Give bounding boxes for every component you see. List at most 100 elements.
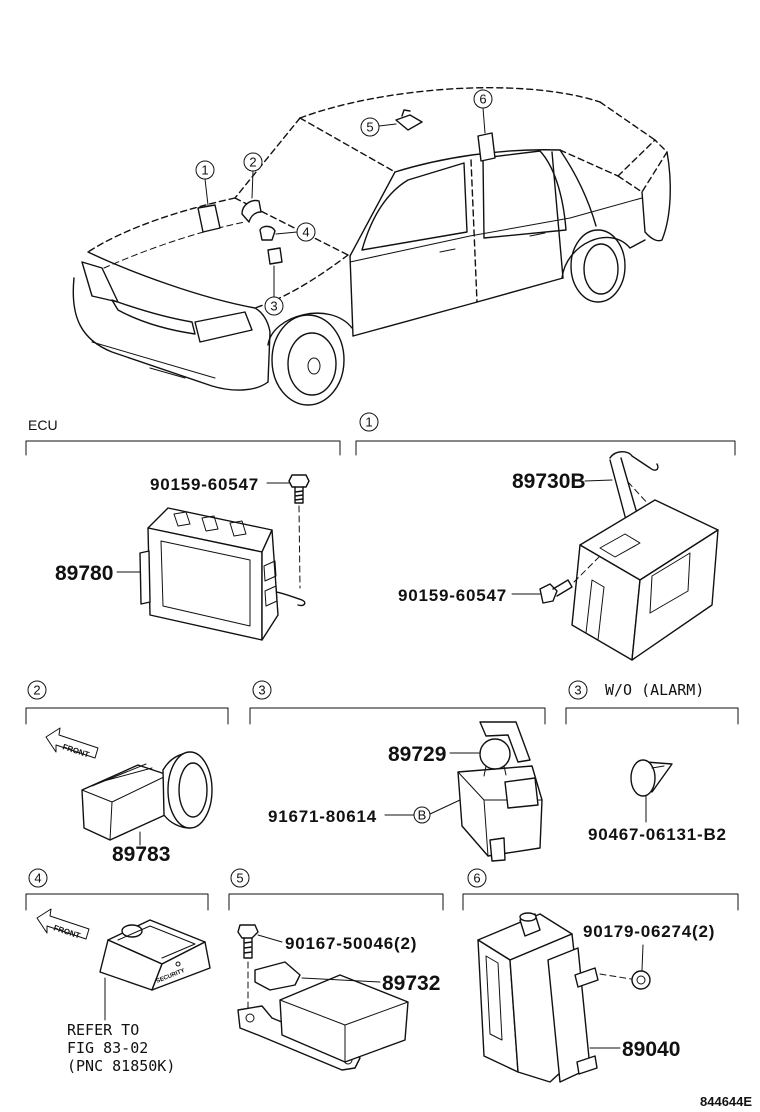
section-index-circle bbox=[28, 868, 48, 888]
b-pillar bbox=[470, 159, 478, 303]
ecu-part-number: 89780 bbox=[55, 562, 113, 585]
nut-leader bbox=[641, 944, 644, 971]
front-wheel-rim bbox=[287, 332, 337, 396]
switch-connector bbox=[504, 777, 539, 809]
siren-top-rim bbox=[117, 925, 196, 959]
module-leader bbox=[584, 479, 613, 482]
sensor-body bbox=[279, 974, 409, 1063]
section-bracket bbox=[565, 707, 739, 725]
ecu-left-bracket bbox=[139, 550, 151, 605]
callout-number: 5 bbox=[366, 120, 373, 135]
callout-leader bbox=[482, 107, 486, 134]
switch-plunger-stem bbox=[483, 765, 507, 777]
callout-circle bbox=[360, 117, 380, 137]
nut-outer bbox=[631, 970, 651, 990]
callout-leader bbox=[251, 170, 254, 199]
sensor-unit bbox=[81, 751, 213, 841]
module-connector-slot bbox=[585, 579, 605, 641]
ecu-section: ECU 90159-60547 89780 bbox=[25, 417, 341, 641]
body-belt-line bbox=[349, 197, 643, 263]
overview-callout-5: 5 bbox=[360, 109, 423, 137]
front-direction-arrow: FRONT bbox=[45, 727, 99, 759]
nut-inner bbox=[636, 975, 646, 985]
reference-line-1: REFER TO bbox=[67, 1021, 139, 1039]
module-right-face bbox=[631, 529, 719, 661]
fastener-marker-leader bbox=[429, 799, 461, 815]
section-condition-note: W/O (ALARM) bbox=[605, 681, 704, 699]
clip-part-number: 90467-06131-B2 bbox=[588, 825, 727, 844]
ecu-unit bbox=[139, 507, 279, 641]
front-fender bbox=[254, 307, 271, 383]
bolt-head bbox=[539, 583, 558, 604]
sensor-body-edges bbox=[81, 763, 169, 841]
body-sill bbox=[352, 277, 564, 337]
section-bracket bbox=[25, 707, 229, 725]
bolt-head bbox=[288, 474, 310, 488]
overview-callout-4: 4 bbox=[259, 222, 316, 242]
section-bracket bbox=[25, 440, 341, 456]
module-top-connector-cap bbox=[519, 912, 537, 922]
hood-clip bbox=[630, 759, 673, 797]
sensor-body-edges bbox=[279, 999, 409, 1063]
switch-bracket bbox=[479, 721, 531, 763]
rear-wheel-arch bbox=[561, 236, 646, 279]
near-a-pillar bbox=[349, 171, 396, 257]
bumper-line bbox=[91, 341, 216, 379]
bolt-shaft bbox=[552, 579, 573, 597]
callout-leader bbox=[378, 123, 397, 127]
bolt-shaft bbox=[243, 937, 253, 959]
sensor-horn-inner bbox=[178, 762, 208, 818]
section-index-circle bbox=[467, 868, 487, 888]
switch-plunger-ball bbox=[479, 738, 511, 770]
hood-crease bbox=[103, 221, 246, 269]
ecu-front-frame bbox=[160, 540, 251, 627]
near-c-pillar bbox=[559, 149, 597, 227]
front-wheel-arch bbox=[267, 312, 353, 346]
car-overview: 1 2 3 4 5 6 bbox=[72, 87, 671, 406]
sensor-location-part bbox=[241, 199, 262, 223]
reference-line-2: FIG 83-02 bbox=[67, 1039, 148, 1057]
ecu-top-tabs bbox=[173, 511, 247, 537]
nut-install-line bbox=[599, 973, 632, 980]
module-top-mount bbox=[599, 533, 641, 558]
section-3-without-alarm: 3 W/O (ALARM) 90467-06131-B2 bbox=[565, 680, 739, 844]
illustration-code: 844644E bbox=[700, 1094, 752, 1109]
ecu-section-title: ECU bbox=[28, 417, 58, 433]
module-upper-stud bbox=[574, 967, 599, 988]
switch-location-part bbox=[267, 247, 283, 265]
section-3: 3 89729 91671-80614 B bbox=[249, 680, 546, 862]
hood-front-edge bbox=[87, 251, 256, 309]
bolt-head bbox=[237, 924, 259, 939]
front-door-edge bbox=[349, 255, 354, 337]
ecu-location-part bbox=[197, 204, 221, 233]
section-6: 6 90179-06274(2) 89040 bbox=[462, 868, 739, 1083]
section-index-number: 1 bbox=[365, 415, 372, 430]
siren-right-face bbox=[151, 941, 211, 991]
front-wheel-hub bbox=[307, 357, 321, 375]
roof-sensor-location-part bbox=[395, 109, 423, 131]
siren-location-part bbox=[259, 225, 276, 241]
siren-top-boss bbox=[121, 924, 143, 938]
switch-terminal bbox=[489, 837, 506, 862]
section-index-number: 2 bbox=[33, 683, 40, 698]
section-5: 5 90167-50046(2) 89732 bbox=[228, 868, 444, 1071]
front-door-window bbox=[361, 162, 468, 251]
section-2: 2 FRONT 89783 bbox=[25, 680, 229, 866]
windshield-far-pillar bbox=[234, 117, 301, 199]
section-4: 4 FRONT SECURITY REFER TO FIG 83-02 (PNC… bbox=[25, 868, 211, 1075]
module-front-slot bbox=[485, 955, 503, 1041]
section-bracket bbox=[462, 893, 739, 911]
sensor-part-number: 89732 bbox=[382, 972, 440, 995]
sensor-part-number: 89783 bbox=[112, 843, 170, 866]
section-index-number: 5 bbox=[236, 871, 243, 886]
overview-callout-3: 3 bbox=[264, 247, 284, 316]
section-index-circle bbox=[230, 868, 250, 888]
hood-switch-unit bbox=[457, 721, 543, 862]
front-arrow-icon bbox=[45, 727, 99, 759]
section-index-circle bbox=[568, 680, 588, 700]
trunk-lid bbox=[617, 139, 668, 193]
near-headlight bbox=[194, 311, 253, 343]
front-direction-arrow: FRONT bbox=[36, 908, 90, 940]
overview-callout-6: 6 bbox=[473, 89, 496, 162]
